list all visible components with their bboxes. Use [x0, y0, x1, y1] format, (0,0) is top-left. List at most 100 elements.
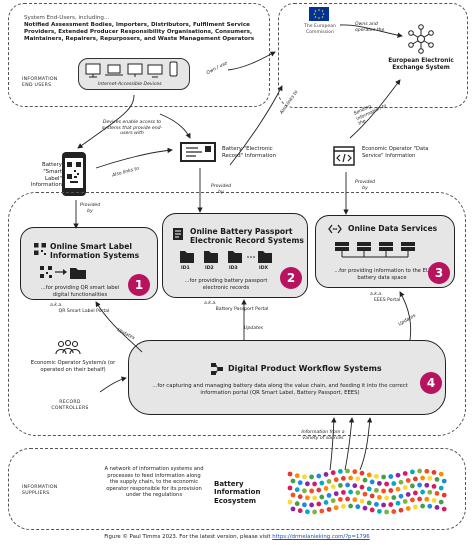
source-dot [312, 481, 317, 487]
ecosystem-cloud [8, 448, 466, 530]
source-dot [305, 481, 310, 487]
source-dot [316, 501, 322, 507]
smart-label-system-desc: ...for providing QR smart label digital … [40, 285, 120, 298]
source-dot [359, 498, 365, 504]
smart-label-title-text: Battery "Smart Label" Information [30, 162, 62, 189]
source-dot [345, 482, 350, 488]
source-dot [377, 480, 382, 486]
source-dot [359, 470, 365, 476]
devices-icons [85, 61, 178, 78]
source-dot [398, 479, 404, 485]
source-dot [294, 501, 300, 507]
source-dot [438, 499, 444, 505]
source-dot [374, 473, 379, 479]
source-dot [395, 472, 401, 478]
source-dot [366, 500, 372, 506]
updates-2: Updates [244, 326, 264, 331]
source-dot [381, 474, 386, 480]
source-dot [374, 501, 379, 507]
source-dot [309, 488, 314, 494]
source-dot [410, 483, 415, 489]
source-dot [381, 502, 386, 508]
source-dot [417, 468, 422, 474]
source-dot [316, 473, 322, 479]
data-service-icon [333, 146, 355, 166]
source-dot [410, 497, 415, 503]
data-service-title: Economic Operator "Data Service" Informa… [362, 146, 429, 159]
workflow-title: Digital Product Workflow Systems [228, 364, 382, 373]
source-dot [294, 473, 300, 479]
provided-by-3: Provided by [354, 180, 376, 191]
source-dot [305, 509, 310, 515]
exchange-system-title: European Electronic Exchange System [388, 58, 454, 72]
source-dot [420, 475, 425, 481]
eu-cloud [278, 3, 468, 108]
source-dot [391, 481, 397, 486]
source-dot [352, 483, 358, 489]
source-dot [413, 504, 418, 510]
source-dot [369, 493, 375, 499]
info-from-label: Information from a variety of sources [301, 430, 345, 441]
source-dot [417, 496, 422, 502]
source-dot [434, 490, 440, 496]
source-dot [381, 488, 386, 494]
source-dot [359, 484, 365, 490]
people-icon [55, 339, 81, 355]
source-dot [341, 475, 346, 481]
source-dot [413, 490, 418, 496]
source-dot [333, 477, 339, 483]
record-id-x: IDX [259, 266, 269, 271]
network-desc: A network of information systems and pro… [104, 466, 204, 498]
info-suppliers-label: INFORMATION SUPPLIERS [22, 485, 58, 496]
source-dot [355, 490, 361, 496]
source-dot [348, 475, 353, 481]
source-dot [323, 500, 329, 505]
source-dot [355, 476, 361, 482]
source-dot [374, 487, 379, 493]
source-dot [333, 491, 339, 497]
devices-caption: Internet-Accessible Devices [98, 82, 162, 87]
source-dot [384, 509, 389, 515]
source-dot [341, 503, 346, 509]
source-dot [410, 469, 415, 475]
aka-3: a.k.a. [370, 292, 383, 297]
data-services-system-title: Online Data Services [348, 224, 438, 233]
devices-enable-label: Devices enable access to systems that pr… [101, 120, 163, 137]
source-dot [398, 493, 404, 499]
footer-link[interactable]: https://drmelanieking.com/?p=1796 [272, 534, 370, 540]
number-2-badge: 2 [280, 267, 302, 289]
eu-flag-icon [309, 7, 329, 21]
source-dot [326, 479, 332, 484]
end-users-label: INFORMATION END USERS [22, 77, 58, 88]
source-dot [326, 493, 332, 498]
end-users-line-1: Notified Assessment Bodies, Importers, D… [24, 22, 250, 28]
source-dot [287, 485, 293, 491]
workflow-system [128, 340, 446, 415]
source-dot [388, 502, 394, 507]
source-dot [402, 499, 408, 504]
source-dot [427, 503, 433, 509]
passport-records-icons [180, 251, 272, 263]
source-dot [417, 482, 422, 488]
source-dot [395, 500, 401, 506]
owns-operates-label: Owns and operates the [355, 22, 385, 33]
source-dot [330, 470, 336, 476]
end-users-line-2: Providers, Extended Producer Responsibil… [24, 29, 253, 35]
code-icon [328, 224, 342, 234]
source-dot [348, 489, 353, 495]
source-dot [405, 478, 411, 483]
end-users-heading: System End-Users, including... [24, 15, 110, 21]
phone-icon [169, 61, 178, 77]
source-dot [302, 488, 307, 494]
provided-by-1: Provided by [80, 203, 101, 214]
source-dot [369, 479, 375, 485]
source-dot [345, 468, 350, 474]
source-dot [319, 480, 325, 486]
source-dot [348, 503, 353, 509]
end-users-line-3: Maintainers, Repairers, Repurposers, and… [24, 36, 255, 42]
source-dot [405, 506, 411, 511]
source-dot [438, 471, 444, 477]
source-dot [302, 502, 307, 508]
source-dot [312, 495, 317, 501]
source-dot [398, 507, 404, 513]
